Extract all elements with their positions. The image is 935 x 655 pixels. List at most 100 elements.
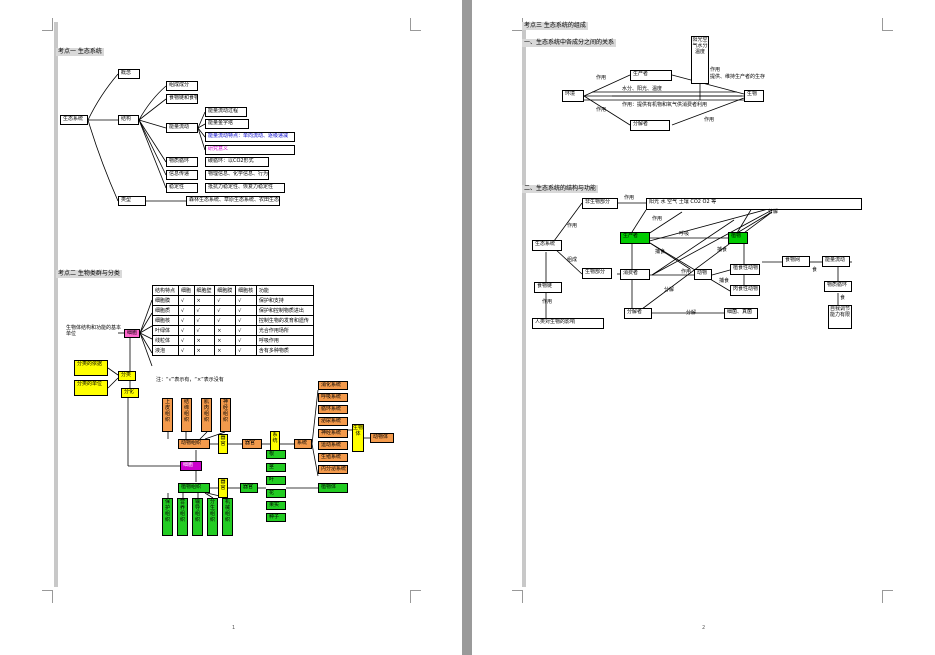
table-cell: 线粒体 [152, 335, 179, 346]
edge-label: 捕食 [717, 247, 728, 253]
edge-label: 作用：提供有机物和氧气供消费者利用 [622, 102, 708, 108]
biotic-box: 生物部分 [582, 268, 612, 279]
table-cell: √ [235, 315, 257, 326]
plant-organ-item: 叶 [266, 476, 286, 485]
animal-body-label: 生物体 [352, 424, 364, 452]
mindmap-info: 信息传递 [166, 170, 198, 180]
plant-tissue-type: 机械组织 [222, 498, 233, 536]
table-cell: 光合作用场所 [255, 325, 315, 336]
table-cell: 细胞质 [152, 305, 179, 316]
table-cell: √ [214, 305, 237, 316]
plant-tissue-box: 植物组织 [178, 483, 210, 493]
subsection-heading: 二、生态系统的结构与功能 [522, 185, 599, 193]
edge-label: 捕食 [719, 278, 730, 284]
table-cell: √ [235, 335, 257, 346]
ecosystem-box: 生态系统 [532, 240, 562, 251]
carnivore-box: 肉食性动物 [730, 285, 760, 296]
table-cell: × [193, 295, 216, 306]
edge-label: 作用 [681, 269, 692, 275]
animal-body-box: 动物体 [370, 433, 394, 443]
producer-box: 生产者 [630, 70, 672, 81]
edge-label: 分解 [664, 287, 675, 293]
human-impact-box: 人类对生物的影响 [532, 318, 604, 329]
edge-label: 作用 [624, 195, 635, 201]
animal-tissue-type: 肌肉组织 [201, 398, 212, 432]
plant-tissue-type: 保护组织 [162, 498, 173, 536]
decomposer-box: 分解者 [630, 120, 670, 131]
cell-structure-table: 结构特点 细胞 细胞壁 细胞膜 细胞核 功能 细胞膜 √ × √ √ 保护和支持… [152, 285, 315, 356]
plant-organ-label: 器官 [218, 478, 228, 498]
crop-mark [410, 590, 421, 603]
edge-label: 作用 [596, 75, 607, 81]
plant-organ-item: 茎 [266, 463, 286, 472]
edge-label: 作用 [596, 107, 607, 113]
table-cell: 叶绿体 [152, 325, 179, 336]
section-heading: 考点二 生物类群与分类 [56, 270, 122, 278]
herbivore-box: 植食性动物 [730, 264, 760, 275]
env-box: 环境 [562, 90, 584, 102]
table-cell: √ [177, 335, 195, 346]
mindmap-matter: 物质循环 [166, 157, 198, 167]
mindmap-example: 森林生态系统、草原生态系统、农田生态系统 [186, 196, 280, 206]
mindmap-stability-item: 抵抗力稳定性、恢复力稳定性 [205, 183, 285, 193]
crop-mark [42, 18, 53, 31]
mindmap-matter-item: 碳循环：以CO2形式 [205, 157, 269, 167]
plant-body-box: 植物体 [318, 483, 348, 493]
edge-label: 分解 [768, 209, 779, 215]
plant-organ-item: 种子 [266, 513, 286, 522]
animal-system-item: 运动系统 [318, 441, 348, 450]
table-cell: √ [235, 295, 257, 306]
abiotic-box: 非生物部分 [582, 198, 618, 209]
table-cell: 含有多种物质 [255, 345, 315, 356]
mindmap-root: 生态系统 [60, 115, 88, 125]
section-heading: 考点三 生态系统的组成 [522, 22, 588, 30]
edge-label: 作用 [567, 223, 578, 229]
cell-definition-label: 生物体结构和功能的基本单位 [66, 325, 122, 337]
plant-tissue-type: 营养组织 [177, 498, 188, 536]
margin-bar [54, 22, 58, 587]
mindmap-energy-item: 能量流动过程 [205, 107, 247, 117]
classify-basis: 分类的依据 [74, 360, 108, 376]
classify-box: 分类 [118, 371, 136, 381]
plant-organ-item: 花 [266, 489, 286, 498]
mindmap-info-item: 物理信息、化学信息、行为信息 [205, 170, 269, 180]
food-chain-box: 食物链 [534, 282, 562, 293]
table-cell: 控制生物的发育和遗传 [255, 315, 315, 326]
document-page-1: 1 考点一 生态系统 生态系统 概念 结构 类型 组成成分 食物链和食物网 能量… [0, 0, 462, 655]
table-cell: √ [193, 315, 216, 326]
section-heading: 考点一 生态系统 [56, 48, 104, 56]
table-cell: 保护和支持 [255, 295, 315, 306]
animal-organ-label: 器官 [218, 434, 228, 454]
plant-organ-item: 根 [266, 450, 286, 459]
producer-box: 生产者 [620, 232, 650, 244]
plant-tissue-type: 输导组织 [192, 498, 203, 536]
document-page-2: 2 考点三 生态系统的组成 一、生态系统中各成分之间的关系 环境 生产者 分解者… [472, 0, 935, 655]
animal-tissue-box: 动物组织 [178, 439, 210, 449]
table-cell: √ [235, 325, 257, 336]
mindmap-components: 组成成分 [166, 81, 198, 91]
table-cell: √ [235, 345, 257, 356]
animal-system-item: 泌尿系统 [318, 417, 348, 426]
table-cell: √ [177, 295, 195, 306]
self-regulation-box: 自我调节能力有限 [828, 305, 852, 329]
plant-box: 植物 [728, 232, 748, 244]
table-cell: 细胞膜 [152, 295, 179, 306]
mindmap-energy-item: 能量金字塔 [205, 119, 249, 129]
edge-label: 水分、阳光、温度 [622, 86, 663, 92]
table-cell: 液泡 [152, 345, 179, 356]
table-header-cell: 功能 [255, 285, 315, 296]
food-web-box: 食物网 [782, 256, 810, 267]
animal-organ-box: 器官 [242, 439, 262, 449]
crop-mark [882, 590, 893, 603]
table-cell: × [214, 335, 237, 346]
margin-bar [522, 22, 526, 587]
table-cell: × [214, 345, 237, 356]
subsection-heading: 一、生态系统中各成分之间的关系 [522, 39, 617, 47]
edge-label: 组成 [567, 257, 578, 263]
table-cell: √ [177, 305, 195, 316]
table-cell: × [193, 345, 216, 356]
animal-tissue-type: 神经组织 [220, 398, 231, 432]
animal-system-item: 呼吸系统 [318, 393, 348, 402]
abiotic-items-box: 阳光 水 空气 土壤 CO2 O2 等 [646, 198, 862, 210]
animal-box: 动物 [694, 269, 712, 280]
